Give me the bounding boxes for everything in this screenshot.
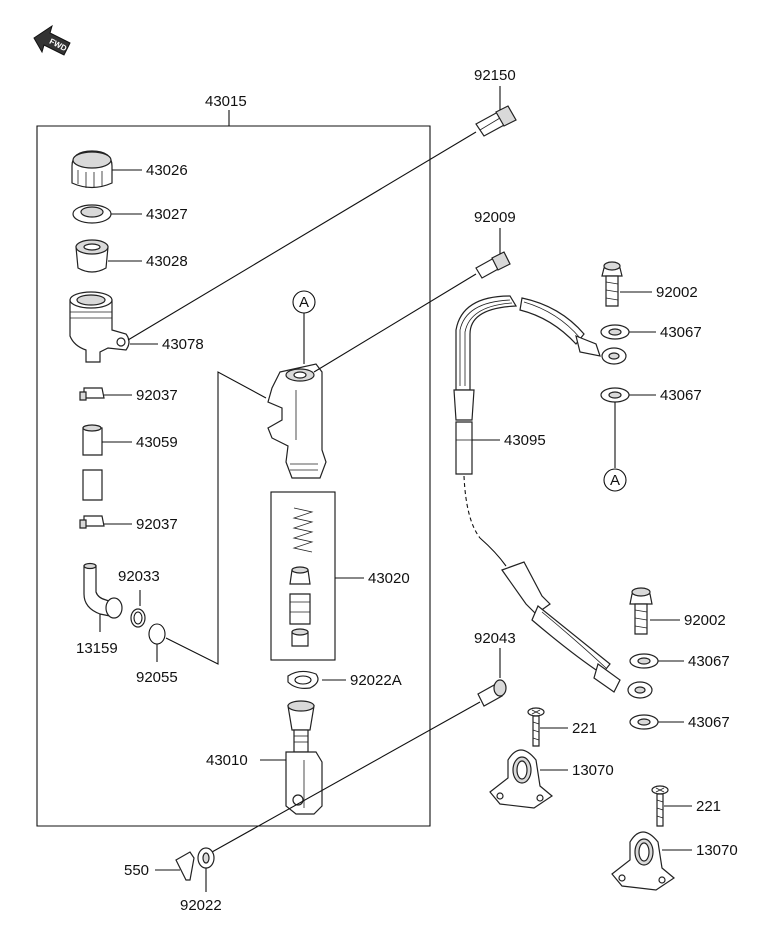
sealing-washer-3-part: 43067	[629, 653, 730, 670]
callout-13159: 13159	[76, 640, 118, 657]
union-bolt-part: 92009	[313, 209, 516, 373]
callout-550: 550	[124, 862, 149, 879]
callout-92022: 92022	[180, 897, 222, 914]
clevis-pin-part: 92043	[211, 630, 516, 853]
hose-guide-right-part: 13070	[611, 831, 738, 891]
piston-kit-part: 43020	[270, 491, 410, 661]
assembly-box-43015: 43015	[36, 93, 431, 827]
sealing-washer-1-part: 43067	[600, 324, 702, 341]
callout-92002-upper: 92002	[656, 284, 698, 301]
callout-13070-middle: 13070	[572, 762, 614, 779]
reference-a-upper: A	[292, 290, 316, 364]
reservoir-cap-part: 43026	[71, 150, 188, 189]
washer-part: 92022	[180, 847, 222, 914]
callout-92009: 92009	[474, 209, 516, 226]
hose-clamp-lower-part: 92037	[79, 515, 178, 533]
screw-middle-part: 221	[527, 707, 597, 747]
callout-43010: 43010	[206, 752, 248, 769]
banjo-bolt-right-lower-part: 92002	[629, 587, 726, 635]
callout-43067-1: 43067	[660, 324, 702, 341]
callout-92037-lower: 92037	[136, 516, 178, 533]
cotter-pin-part: 550	[124, 851, 195, 881]
callout-43027: 43027	[146, 206, 188, 223]
hose-guide-middle-part: 13070	[489, 749, 614, 809]
banjo-bolt-upper-part: 92150	[127, 67, 517, 341]
screw-right-part: 221	[651, 785, 721, 827]
master-cylinder-body-part	[267, 363, 327, 479]
fwd-arrow-icon: FWD	[33, 24, 71, 56]
callout-221-middle: 221	[572, 720, 597, 737]
ref-a-upper-label: A	[299, 294, 309, 311]
callout-92002-lower: 92002	[684, 612, 726, 629]
o-ring-part: 92055	[136, 623, 178, 686]
reservoir-hose-part: 43059	[82, 424, 178, 501]
brake-hose-part: 43095	[453, 295, 653, 699]
callout-221-right: 221	[696, 798, 721, 815]
sealing-washer-2-part: 43067	[600, 387, 702, 404]
callout-43059: 43059	[136, 434, 178, 451]
callout-92055: 92055	[136, 669, 178, 686]
callout-43067-2: 43067	[660, 387, 702, 404]
snap-ring-part: 92022A	[287, 670, 402, 689]
callout-43067-3: 43067	[688, 653, 730, 670]
callout-43028: 43028	[146, 253, 188, 270]
inlet-elbow-part: 13159	[76, 562, 123, 657]
ref-a-lower-label: A	[610, 472, 620, 489]
callout-92022A: 92022A	[350, 672, 402, 689]
sealing-washer-4-part: 43067	[629, 714, 730, 731]
callout-13070-right: 13070	[696, 842, 738, 859]
callout-92033: 92033	[118, 568, 160, 585]
callout-43020: 43020	[368, 570, 410, 587]
callout-92150: 92150	[474, 67, 516, 84]
callout-43067-4: 43067	[688, 714, 730, 731]
diaphragm-plate-part: 43027	[72, 204, 188, 224]
diaphragm-part: 43028	[75, 239, 188, 273]
reference-a-lower: A	[603, 402, 627, 492]
push-rod-part: 43010	[206, 700, 323, 815]
callout-43015: 43015	[205, 93, 247, 110]
callout-43095: 43095	[504, 432, 546, 449]
callout-92037-upper: 92037	[136, 387, 178, 404]
hose-clamp-upper-part: 92037	[79, 387, 178, 404]
banjo-bolt-right-upper-part: 92002	[601, 261, 698, 307]
circlip-part: 92033	[118, 568, 160, 628]
callout-92043: 92043	[474, 630, 516, 647]
callout-43026: 43026	[146, 162, 188, 179]
reservoir-tank-part: 43078	[69, 291, 204, 363]
callout-43078: 43078	[162, 336, 204, 353]
